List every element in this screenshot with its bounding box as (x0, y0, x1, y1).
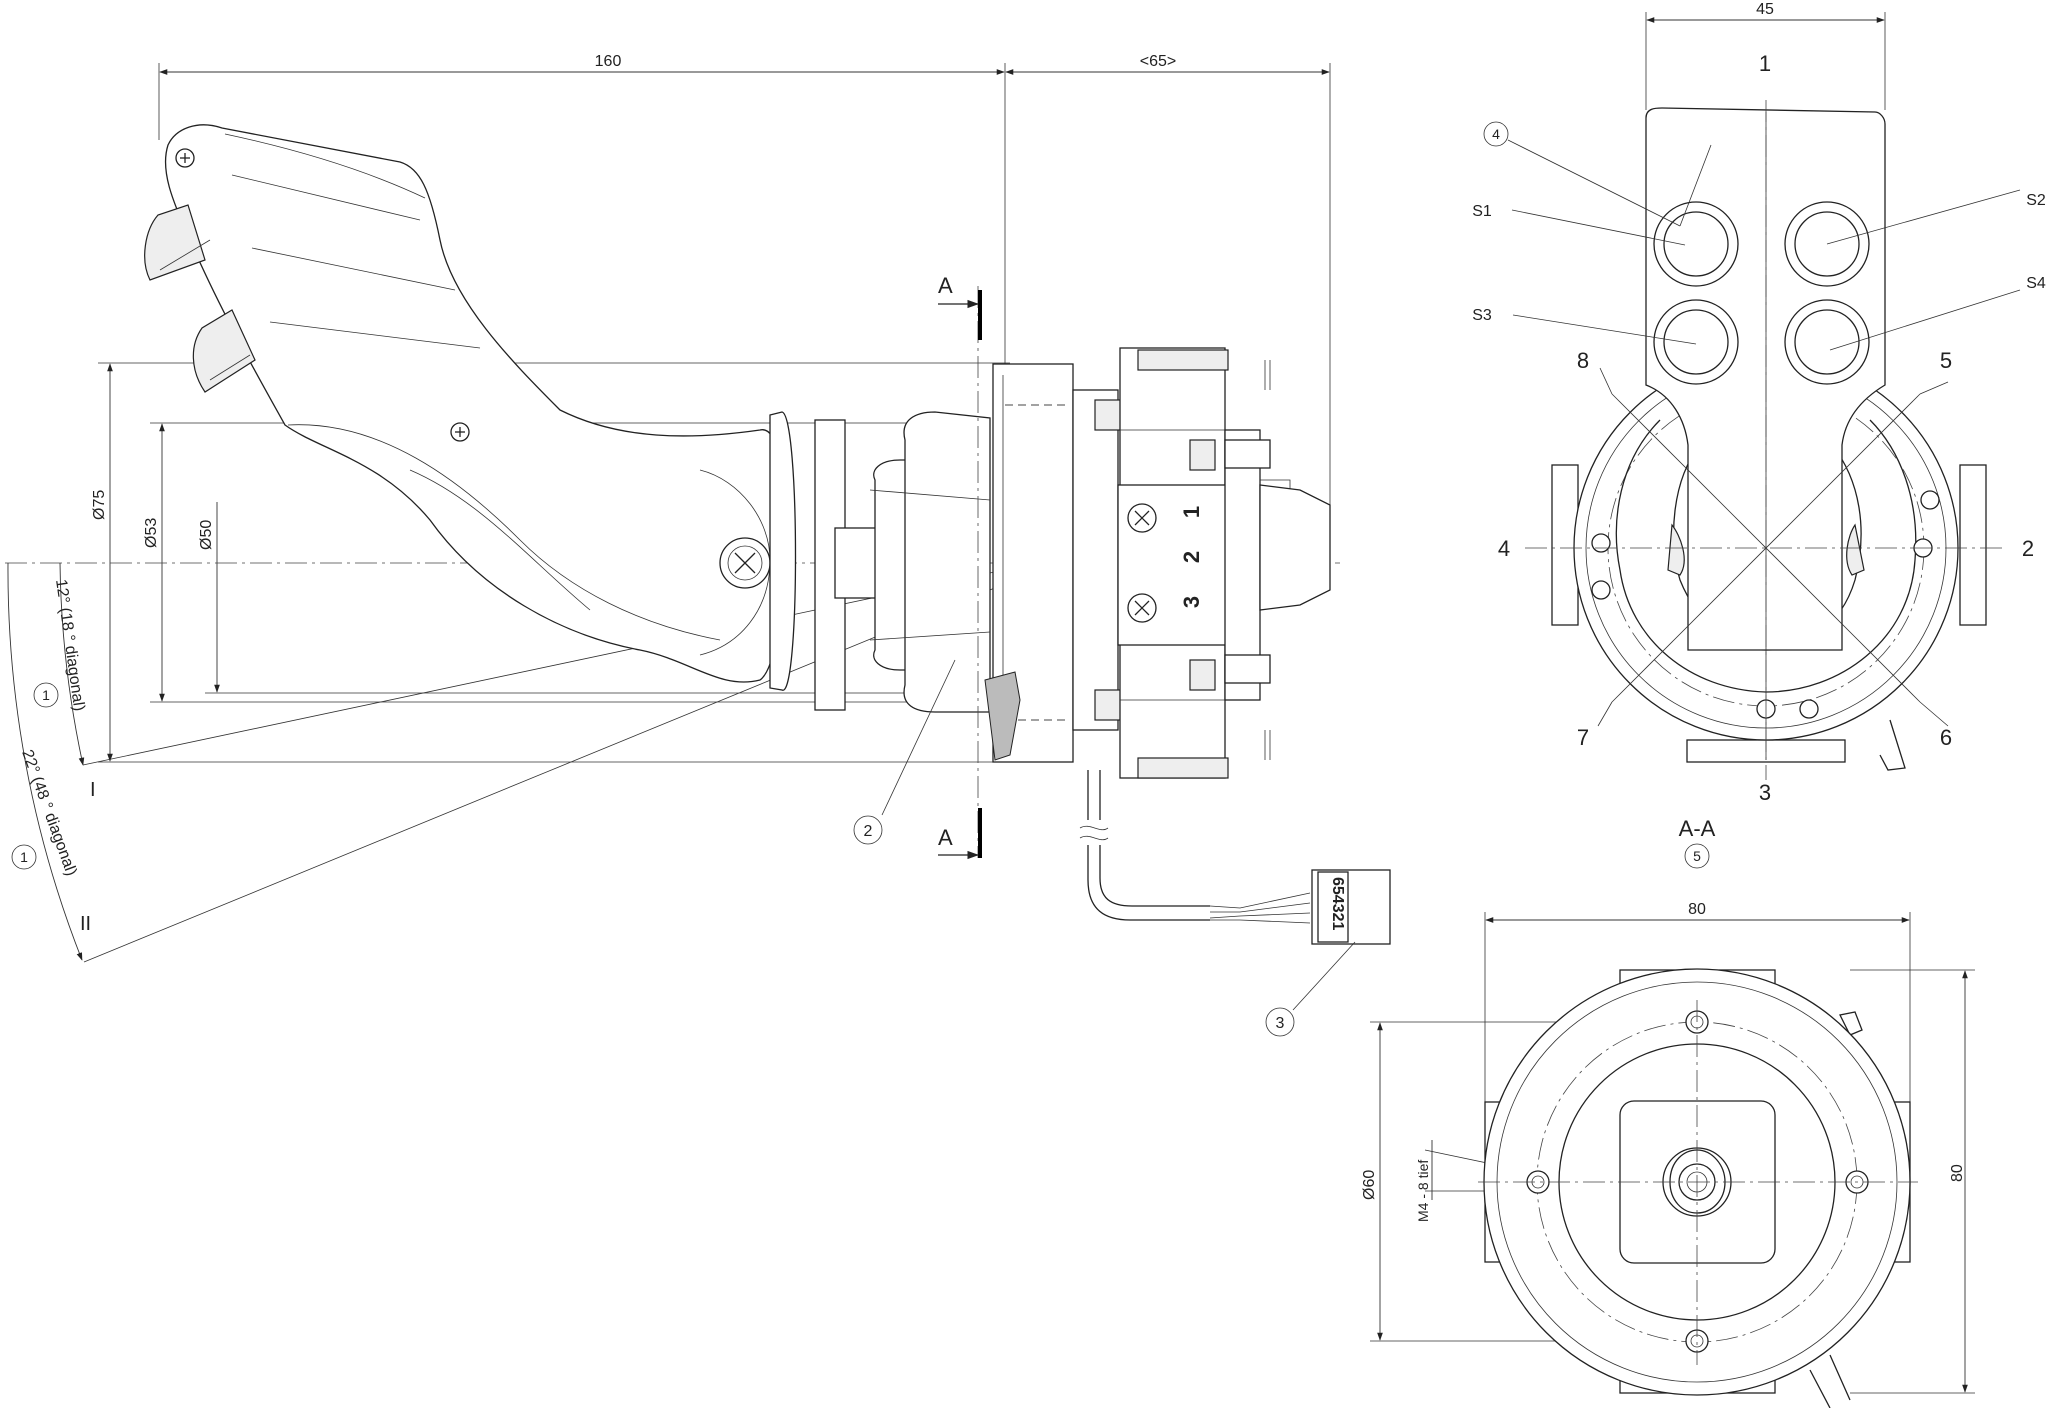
dia-50-label: Ø50 (198, 520, 215, 550)
svg-text:2: 2 (864, 823, 873, 840)
dia-60-label: Ø60 (1361, 1170, 1378, 1200)
button-s1 (1653, 201, 1739, 287)
direction-8: 8 (1577, 348, 1589, 373)
dimension-80-horizontal: 80 (1484, 901, 1911, 1110)
shaft-collar (769, 411, 991, 713)
dim-65-label: <65> (1140, 53, 1176, 70)
dim-80-h-label: 80 (1688, 901, 1706, 918)
direction-7: 7 (1577, 725, 1589, 750)
section-mark-top: A (938, 273, 953, 298)
dim-45-label: 45 (1756, 1, 1774, 18)
direction-5: 5 (1940, 348, 1952, 373)
svg-text:3: 3 (1276, 1015, 1285, 1032)
button-s2-label: S2 (2026, 192, 2046, 209)
screw-icon (450, 422, 470, 442)
dia-53-label: Ø53 (143, 518, 160, 548)
cross-screw-icon (1127, 503, 1157, 533)
cross-screw-icon (1127, 593, 1157, 623)
connector-pin-label: 654321 (1329, 877, 1346, 930)
dim-80-v-label: 80 (1949, 1164, 1966, 1182)
callout-1-lower: 1 (11, 844, 37, 870)
direction-6: 6 (1940, 725, 1952, 750)
button-s3-label: S3 (1472, 307, 1492, 324)
thread-label: M4 - 8 tief (1415, 1160, 1431, 1222)
button-s3 (1653, 299, 1739, 385)
svg-text:1: 1 (20, 849, 28, 865)
button-s4-label: S4 (2026, 275, 2046, 292)
screw-icon (175, 148, 195, 168)
side-view: 160 <65> Ø75 Ø53 Ø50 (5, 53, 1391, 1037)
section-mark-bottom: A (938, 825, 953, 850)
callout-1-upper: 1 (33, 682, 59, 708)
direction-2: 2 (2022, 536, 2034, 561)
bottom-view: 80 80 Ø60 M4 - 8 tief (1361, 901, 1975, 1408)
direction-3: 3 (1759, 780, 1771, 805)
direction-4: 4 (1498, 536, 1510, 561)
callout-2: 2 (853, 659, 956, 845)
joystick-handle (144, 124, 787, 683)
switch-block: 1 2 3 (1117, 347, 1331, 779)
button-s4 (1784, 299, 1870, 385)
cross-screw-icon (719, 537, 771, 589)
dimension-160: 160 (158, 53, 1006, 370)
direction-1: 1 (1759, 51, 1771, 76)
callout-4: 4 (1483, 121, 1681, 227)
svg-text:4: 4 (1492, 126, 1500, 142)
dim-160-label: 160 (595, 53, 622, 70)
section-title: A-A (1679, 816, 1716, 841)
section-cut-a-a: A A (938, 273, 982, 860)
dimension-45: 45 (1645, 1, 1886, 110)
cable-assembly: 654321 (1079, 770, 1391, 945)
svg-text:5: 5 (1693, 848, 1701, 864)
callout-3: 3 (1265, 941, 1356, 1037)
callout-5: 5 (1684, 843, 1710, 869)
base-housing (984, 363, 1124, 763)
switch-label-1: 1 (1179, 506, 1204, 518)
switch-label-2: 2 (1179, 551, 1204, 563)
svg-text:1: 1 (42, 687, 50, 703)
switch-label-3: 3 (1179, 596, 1204, 608)
button-s1-label: S1 (1472, 203, 1492, 220)
position-ii-label: II (80, 913, 91, 935)
position-i-label: I (90, 779, 96, 801)
dimension-65: <65> (1005, 53, 1331, 510)
dia-75-label: Ø75 (91, 490, 108, 520)
dimension-80-vertical: 80 (1850, 969, 1975, 1394)
dimension-dia-50: Ø50 (198, 502, 985, 694)
section-view-a-a: 45 (1472, 1, 2046, 869)
